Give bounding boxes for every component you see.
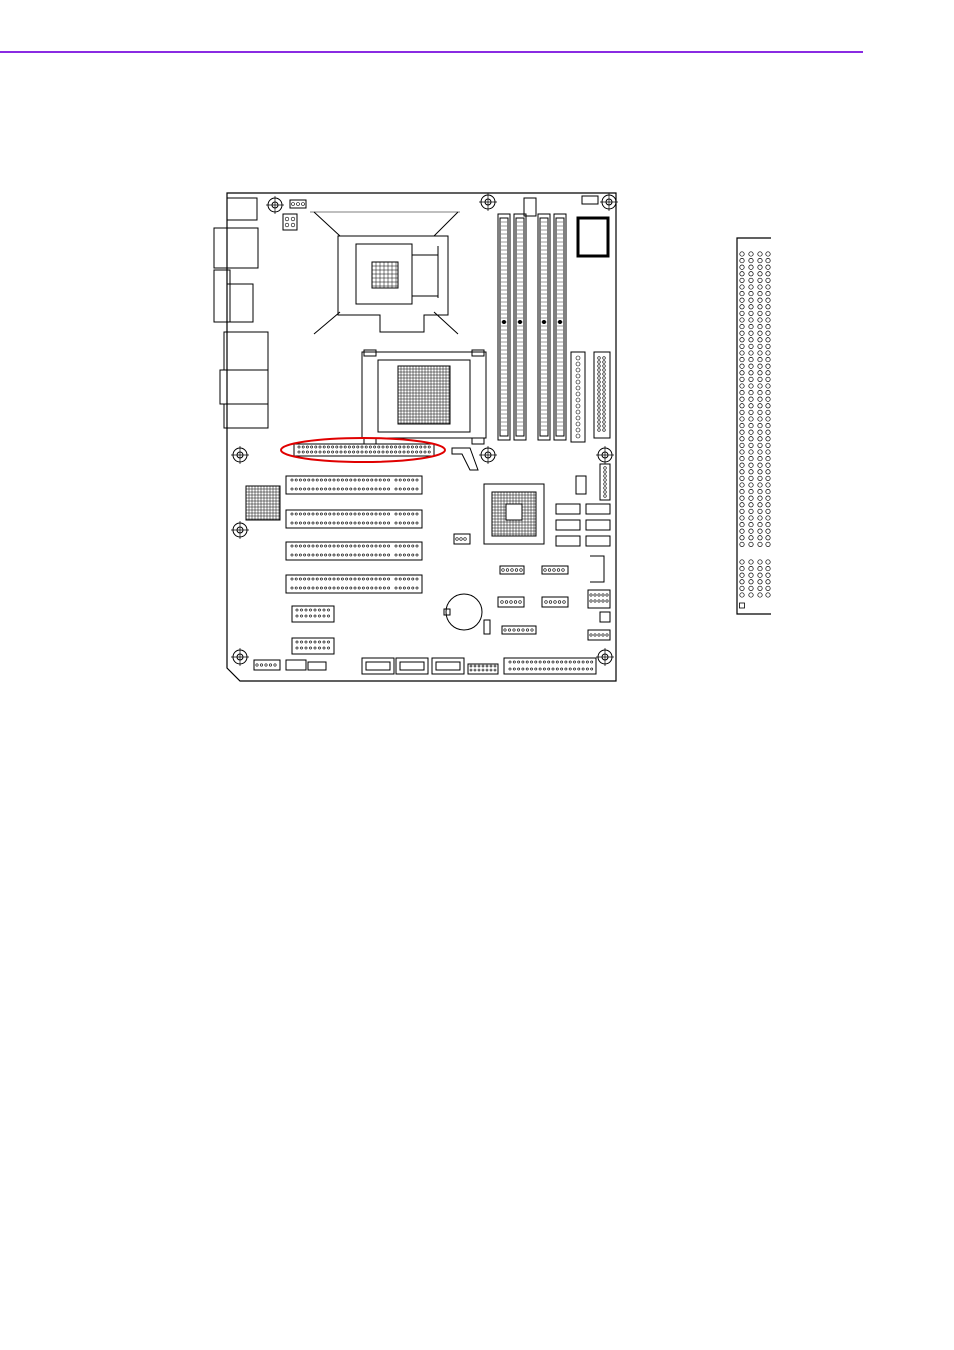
agp-pin-rows [740, 252, 771, 608]
pin-1-marker [740, 603, 745, 608]
